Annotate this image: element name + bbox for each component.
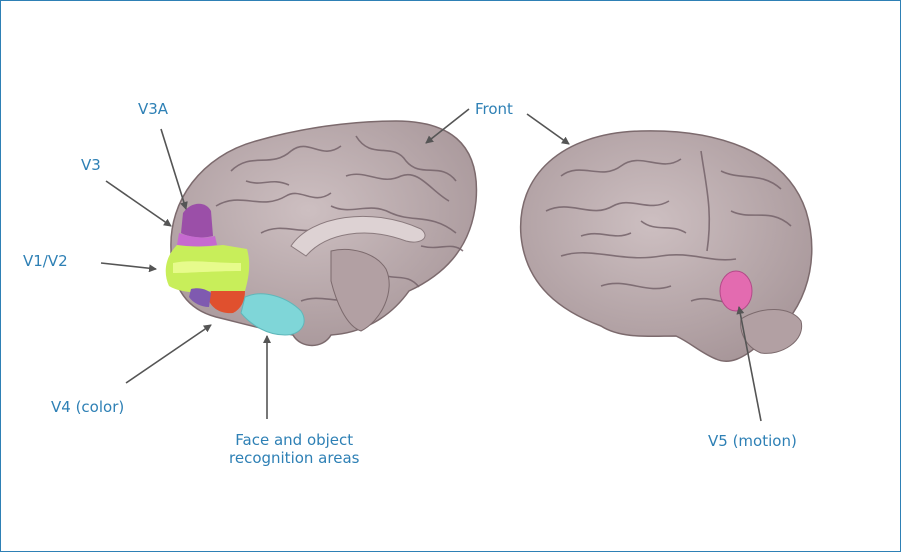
label-front: Front [475, 100, 513, 118]
arrow-v3a [161, 129, 186, 209]
label-v3: V3 [81, 156, 101, 174]
arrow-v3 [106, 181, 171, 226]
v5-region [720, 271, 752, 311]
arrow-v1v2 [101, 263, 156, 269]
label-v1v2: V1/V2 [23, 252, 68, 270]
arrow-v4 [126, 325, 211, 383]
arrow-front-right [527, 114, 569, 144]
lateral-brain-view [521, 131, 812, 361]
label-v3a: V3A [138, 100, 168, 118]
label-face-object-recognition: Face and object recognition areas [229, 431, 359, 467]
label-v4-color: V4 (color) [51, 398, 124, 416]
label-v5-motion: V5 (motion) [708, 432, 797, 450]
medial-brain-view [166, 121, 477, 346]
